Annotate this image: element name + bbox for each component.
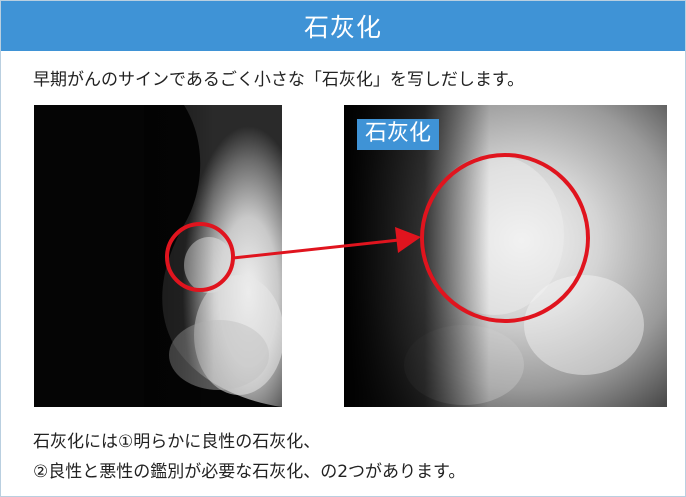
intro-text: 早期がんのサインであるごく小さな「石灰化」を写しだします。 <box>33 70 525 90</box>
section-header: 石灰化 <box>1 1 685 51</box>
footer-text-line-1: 石灰化には①明らかに良性の石灰化、 <box>33 432 321 452</box>
mammogram-zoom-image <box>344 105 667 407</box>
mammogram-full-image <box>34 105 282 407</box>
calcification-label: 石灰化 <box>357 119 440 150</box>
section-title: 石灰化 <box>303 13 382 42</box>
footer-text-line-2: ②良性と悪性の鑑別が必要な石灰化、の2つがあります。 <box>33 462 466 482</box>
